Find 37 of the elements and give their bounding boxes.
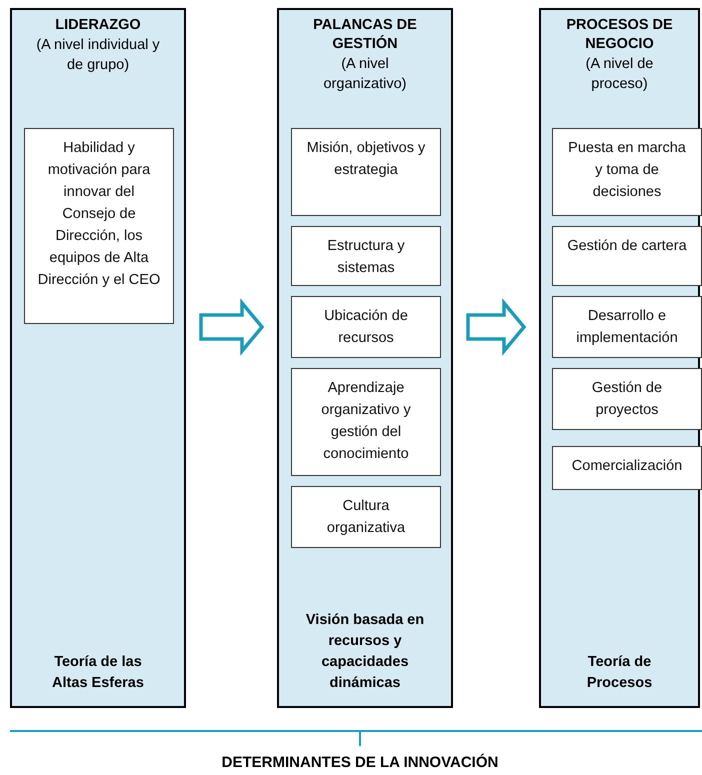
factor-box: [552, 226, 702, 286]
column-heading: PALANCAS DE GESTIÓN: [312, 16, 418, 54]
block-arrow: [199, 298, 264, 356]
theory-label: Visión basada en recursos y capacidades dinámicas: [304, 611, 426, 693]
factor-box: [291, 486, 441, 548]
factor-text: Aprendizaje organizativo y gestión del conocimiento: [320, 379, 412, 464]
column-subheading: (A nivel organizativo): [322, 55, 408, 94]
factor-text: Gestión de cartera: [567, 237, 687, 256]
factor-text: Desarrollo e implementación: [575, 307, 679, 348]
column-panel: [277, 8, 453, 708]
factor-box: [552, 368, 702, 430]
theory-label: Teoría de las Altas Esferas: [51, 653, 145, 693]
factor-box: [291, 296, 441, 358]
factor-text: Estructura y sistemas: [326, 237, 406, 278]
factor-box: [552, 296, 702, 358]
factor-text: Comercialización: [572, 457, 682, 476]
factor-box: [552, 128, 702, 216]
factor-text: Habilidad y motivación para innovar del Consejo de Dirección, los equipos de Alta Dirección y el CEO: [37, 139, 161, 290]
factor-text: Gestión de proyectos: [590, 379, 664, 420]
column-heading: PROCESOS DE NEGOCIO: [565, 16, 674, 54]
factor-box: [552, 446, 702, 490]
factor-box: [291, 368, 441, 476]
bottom-label: DETERMINANTES DE LA INNOVACIÓN: [220, 753, 500, 773]
column-panel: [10, 8, 186, 708]
factor-text: Puesta en marcha y toma de decisiones: [567, 139, 687, 202]
column-subheading: (A nivel individual y de grupo): [35, 36, 161, 75]
factor-box: [291, 226, 441, 286]
block-arrow: [466, 298, 526, 356]
theory-label: Teoría de Procesos: [586, 653, 654, 693]
column-panel: [539, 8, 700, 708]
factor-text: Cultura organizativa: [326, 497, 406, 538]
column-subheading: (A nivel de proceso): [584, 55, 654, 94]
factor-box: [291, 128, 441, 216]
factor-box: [24, 128, 174, 324]
column-heading: LIDERAZGO: [55, 16, 141, 35]
factor-text: Ubicación de recursos: [323, 307, 409, 348]
factor-text: Misión, objetivos y estrategia: [306, 139, 426, 180]
